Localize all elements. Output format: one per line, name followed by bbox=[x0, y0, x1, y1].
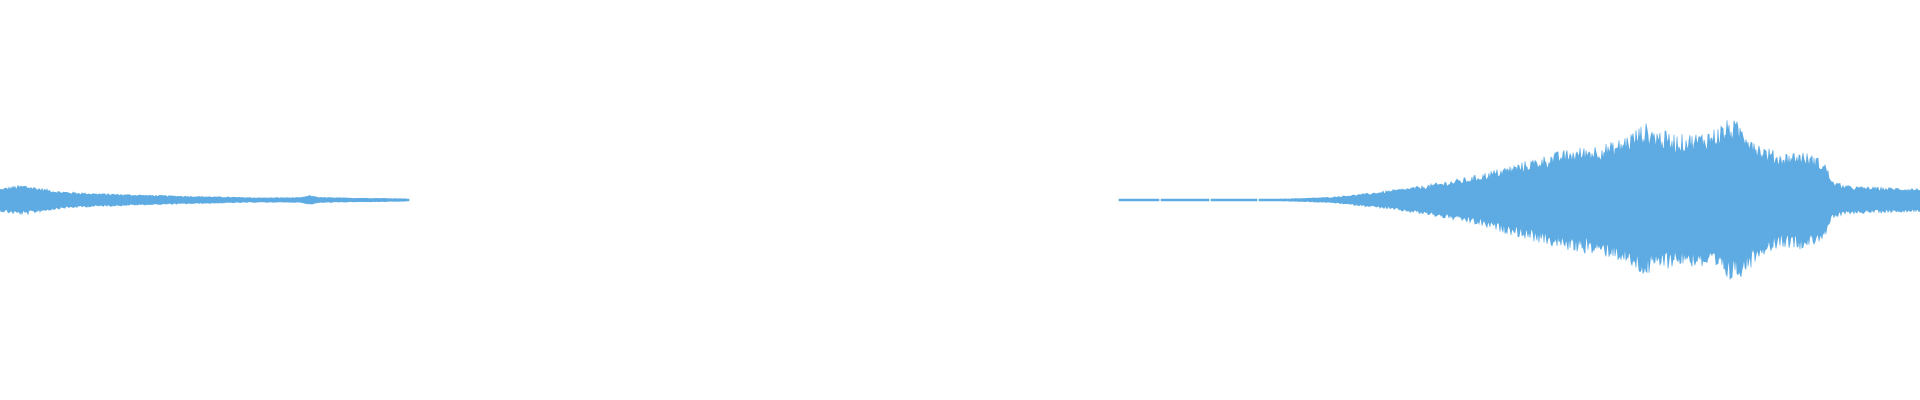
waveform-segment bbox=[0, 185, 410, 216]
waveform-segment bbox=[1160, 198, 1210, 202]
waveform-segment bbox=[1258, 120, 1920, 281]
waveform-samples bbox=[0, 120, 1920, 281]
waveform-segment bbox=[1118, 198, 1160, 202]
waveform-segment bbox=[1210, 198, 1258, 202]
